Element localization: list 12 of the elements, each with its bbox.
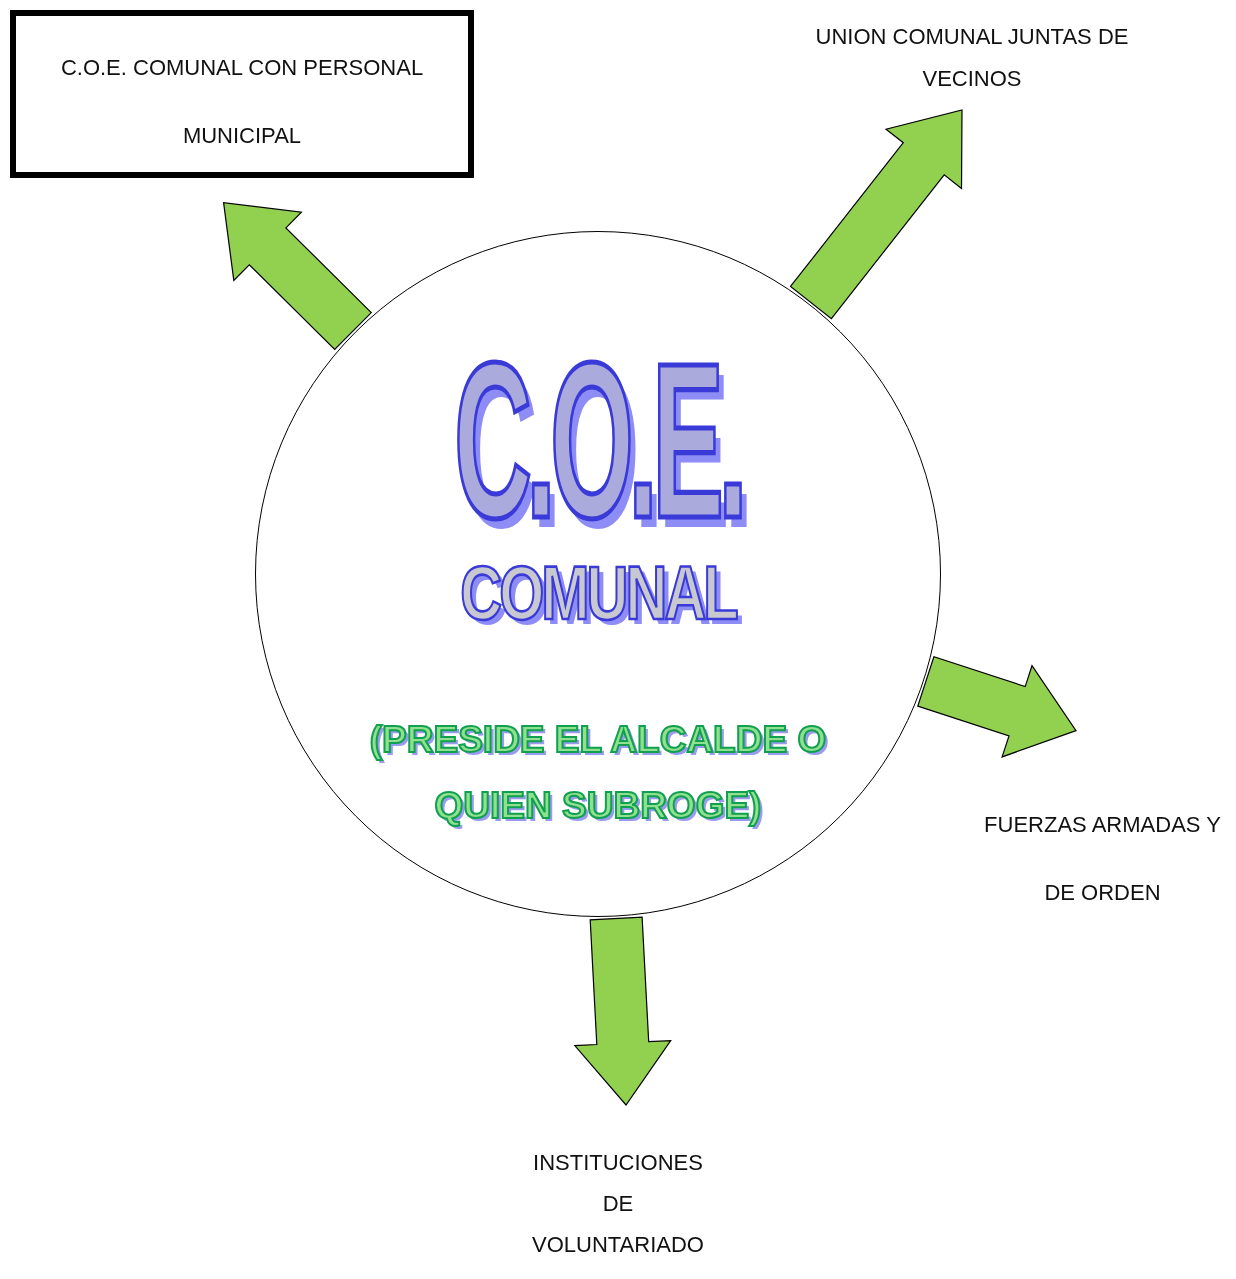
block-arrow (573, 916, 672, 1106)
node-label: INSTITUCIONES DE VOLUNTARIADO (531, 1149, 705, 1259)
block-arrow (789, 109, 963, 320)
node-label: FUERZAS ARMADAS Y DE ORDEN (983, 811, 1222, 907)
subtitle-wordart: COMUNAL (459, 555, 738, 631)
block-arrow (222, 202, 373, 351)
node-label: UNION COMUNAL JUNTAS DE VECINOS (814, 23, 1130, 93)
title-wordart: C.O.E. (452, 330, 744, 552)
text-box (10, 10, 474, 178)
block-arrow (917, 655, 1077, 758)
node-label: C.O.E. COMUNAL CON PERSONAL MUNICIPAL (59, 54, 425, 150)
presider-note: (PRESIDE EL ALCALDE O QUIEN SUBROGE) (368, 718, 828, 828)
